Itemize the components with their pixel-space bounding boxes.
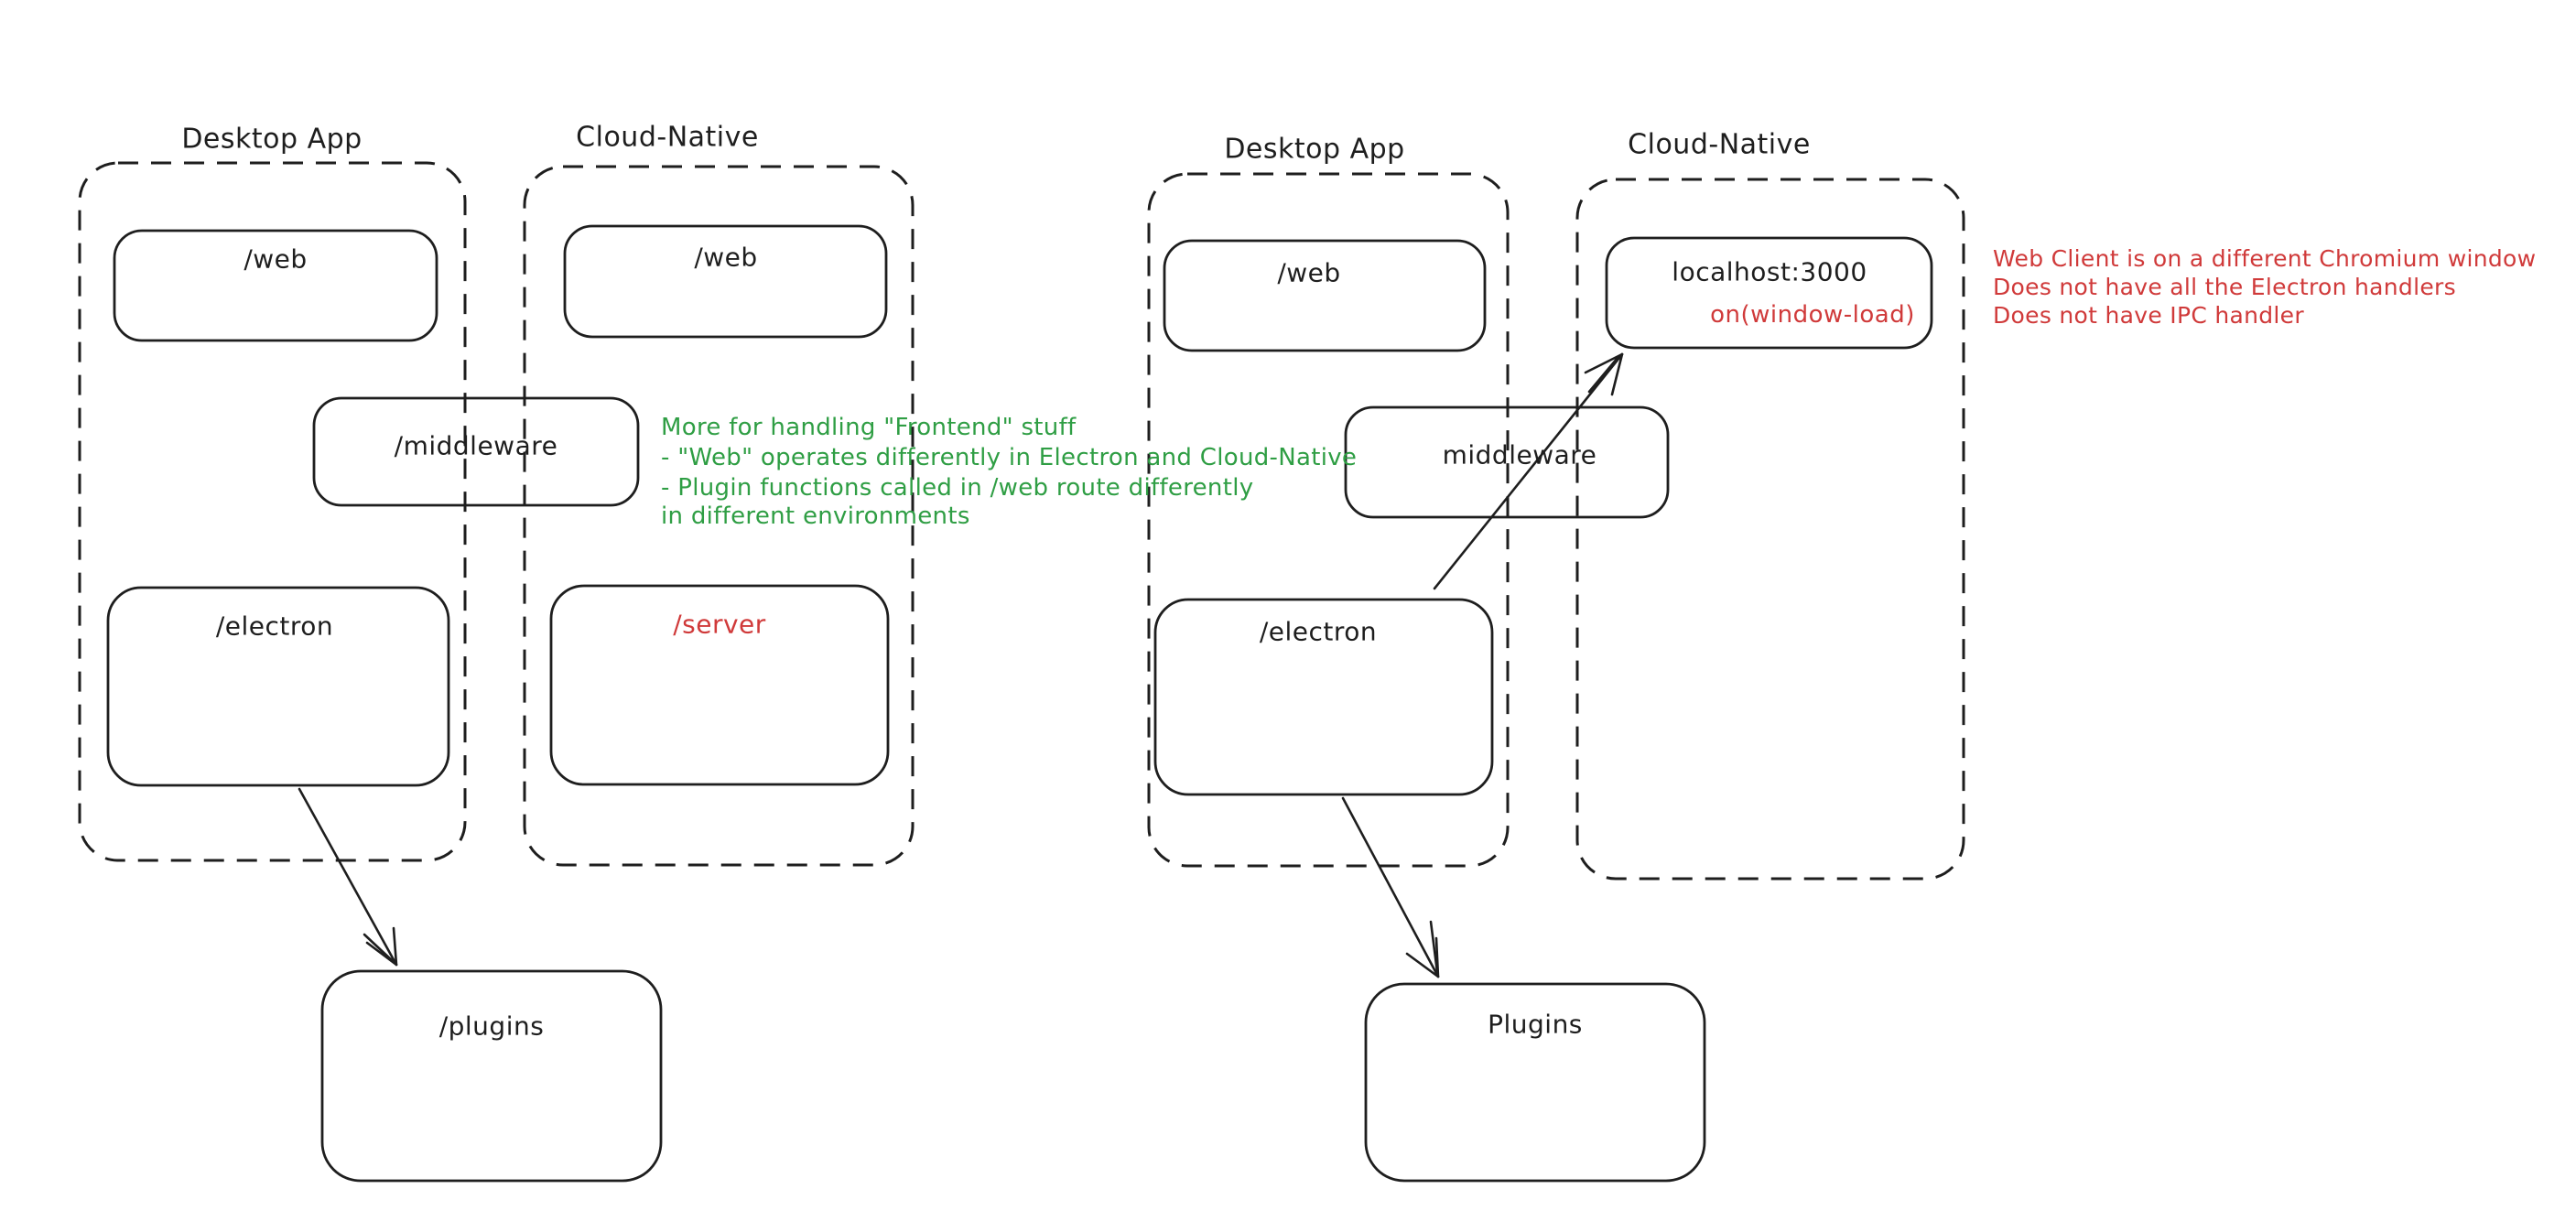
left-web-cloud-box [563,224,888,339]
left-annotation-line-4: in different environments [661,503,970,530]
right-electron-label: /electron [1259,616,1378,647]
right-electron-box [1153,598,1494,796]
right-annotation-line-2: Does not have all the Electron handlers [1993,274,2456,300]
left-plugins-box [320,969,663,1183]
left-middleware-label: /middleware [394,430,558,461]
right-middleware-box [1344,405,1670,519]
left-web-desktop-label: /web [244,243,308,275]
right-localhost-label: localhost:3000 [1672,256,1867,287]
right-annotation-line-3: Does not have IPC handler [1993,302,2304,329]
right-plugins-label: Plugins [1488,1009,1583,1040]
right-web-desktop-box [1163,239,1487,352]
right-electron-to-localhost-arrow [1433,352,1624,590]
left-cloud-native-label: Cloud-Native [576,121,759,154]
left-plugins-label: /plugins [438,1010,545,1042]
left-electron-label: /electron [215,611,334,642]
left-annotation-line-1: More for handling "Frontend" stuff [661,414,1077,441]
left-annotation-line-2: - "Web" operates differently in Electron… [661,444,1358,471]
right-annotation-line-1: Web Client is on a different Chromium wi… [1993,245,2537,272]
right-localhost-sublabel: on(window-load) [1710,301,1915,329]
left-middleware-box [312,396,640,507]
right-cloud-native-label: Cloud-Native [1628,128,1811,161]
left-server-box [549,584,890,786]
right-middleware-label: middleware [1442,439,1597,470]
left-web-cloud-label: /web [694,242,758,273]
right-cloud-native-container [1575,178,1965,881]
left-desktop-app-label: Desktop App [181,123,363,156]
right-electron-to-plugins-arrow [1341,796,1440,978]
right-localhost-box [1605,236,1933,350]
right-desktop-app-label: Desktop App [1224,133,1405,166]
right-plugins-box [1364,982,1706,1183]
left-web-desktop-box [113,229,438,342]
left-electron-box [106,586,450,787]
left-desktop-app-container [78,161,467,862]
left-server-label: /server [673,609,766,640]
left-electron-to-plugins-arrow [298,787,398,967]
right-web-desktop-label: /web [1277,257,1341,288]
right-desktop-app-container [1147,172,1510,868]
left-annotation-line-3: - Plugin functions called in /web route … [661,474,1254,502]
